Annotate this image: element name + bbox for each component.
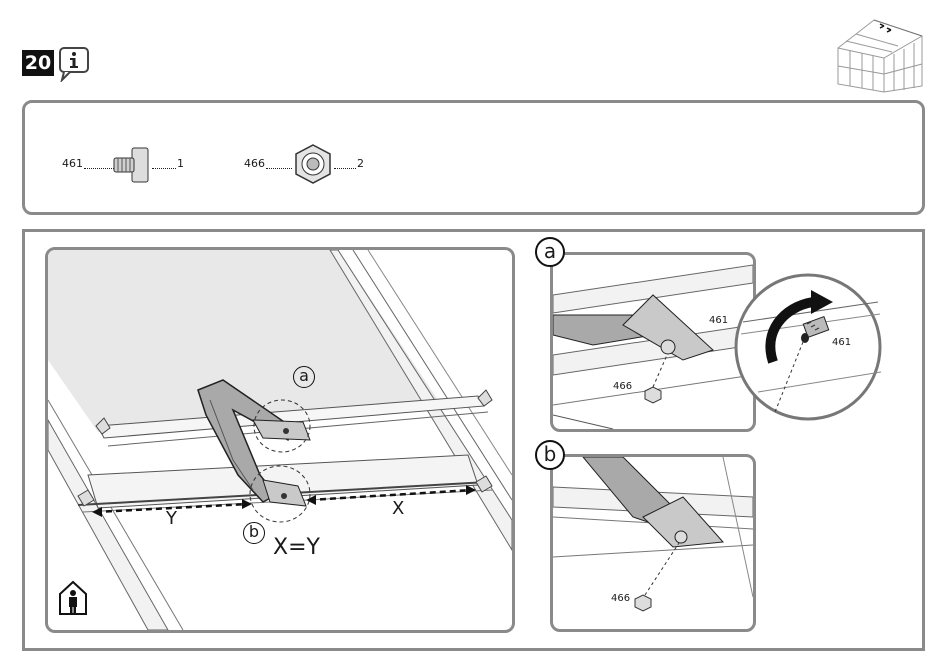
leader-line bbox=[334, 168, 356, 169]
leader-line bbox=[152, 168, 176, 169]
part-qty-461: 1 bbox=[177, 157, 184, 170]
greenhouse-thumbnail-icon bbox=[834, 14, 926, 94]
dimension-y: Y bbox=[166, 508, 177, 529]
part-qty-466: 2 bbox=[357, 157, 364, 170]
part-label-461-zoom: 461 bbox=[832, 337, 851, 348]
part-label-466: 466 bbox=[613, 381, 632, 392]
main-view-panel: a b Y X X=Y bbox=[45, 247, 515, 633]
detail-a-badge: a bbox=[535, 237, 565, 267]
detail-b-panel: 466 bbox=[550, 454, 756, 632]
main-illustration bbox=[48, 250, 512, 630]
info-bubble-icon bbox=[58, 46, 90, 82]
detail-b-badge: b bbox=[535, 440, 565, 470]
leader-line bbox=[266, 168, 292, 169]
equation-label: X=Y bbox=[273, 535, 320, 560]
part-label-466: 466 bbox=[611, 593, 630, 604]
nut-icon bbox=[292, 143, 334, 185]
bolt-icon bbox=[112, 144, 152, 186]
detail-a-panel: 461 466 bbox=[550, 252, 756, 432]
step-number: 20 bbox=[22, 50, 54, 76]
part-code-466: 466 bbox=[244, 157, 265, 170]
dimension-x: X bbox=[392, 498, 404, 519]
parts-list-box bbox=[22, 100, 925, 215]
zoom-circle bbox=[733, 272, 883, 422]
part-label-461: 461 bbox=[709, 315, 728, 326]
callout-b: b bbox=[243, 522, 265, 544]
part-code-461: 461 bbox=[62, 157, 83, 170]
callout-a: a bbox=[293, 366, 315, 388]
person-inside-house-icon bbox=[58, 580, 88, 616]
